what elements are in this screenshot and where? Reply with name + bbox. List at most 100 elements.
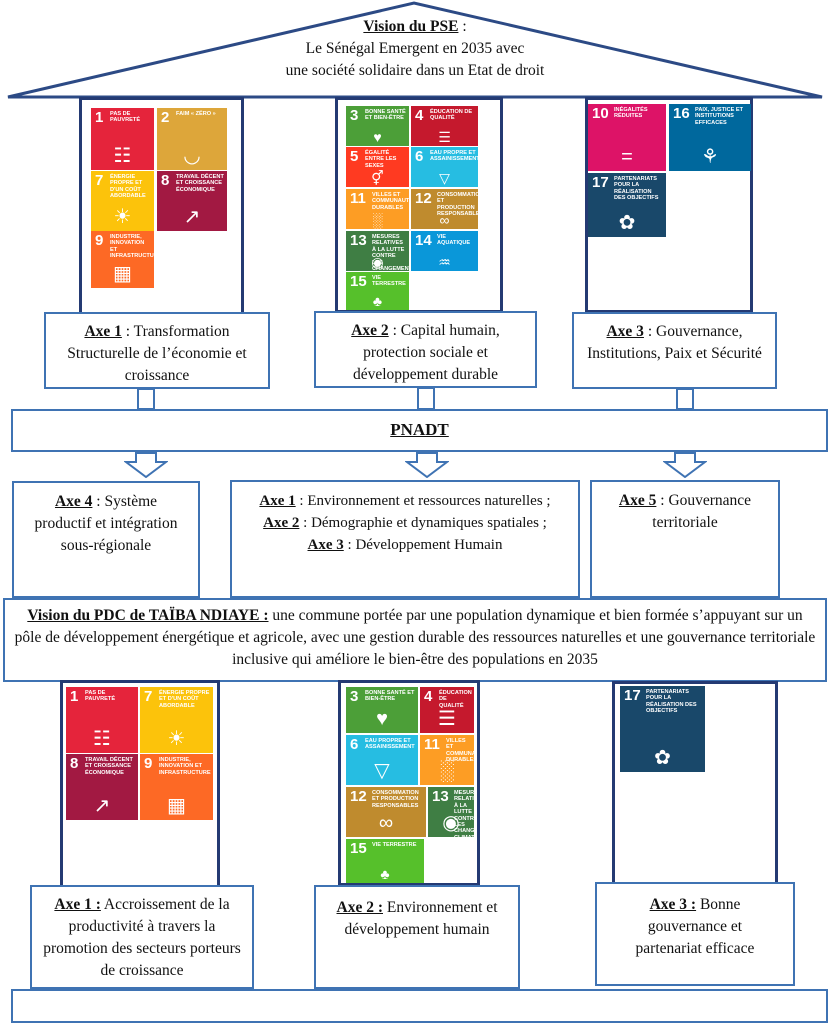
connector-3 bbox=[676, 388, 694, 410]
sdg-9-number: 9 bbox=[95, 232, 104, 249]
connector-2 bbox=[417, 387, 435, 410]
pnadt-axes-center-box: Axe 1 : Environnement et ressources natu… bbox=[230, 480, 580, 598]
sdg-5-label: Égalité entre les sexes bbox=[365, 150, 397, 169]
pnadt-axis-4-box: Axe 4 : Système productif et intégration… bbox=[12, 481, 200, 598]
pse-axis-2-text: Capital humain, protection sociale et dé… bbox=[352, 322, 500, 383]
pnadt-center-1-sep: : bbox=[295, 493, 308, 509]
eye-globe-icon: ◉ bbox=[442, 812, 460, 834]
pdc-vision-bar: Vision du PDC de TAÏBA NDIAYE : une comm… bbox=[3, 598, 827, 682]
sdg-10-label: Inégalités réduites bbox=[614, 107, 648, 120]
sdg-7-label: Énergie propre et d'un coût abordable bbox=[110, 174, 146, 200]
water-icon: ▽ bbox=[439, 170, 450, 186]
down-arrow-2 bbox=[405, 452, 449, 478]
sdg-12-number: 12 bbox=[350, 788, 367, 805]
sdg-11-number: 11 bbox=[424, 736, 440, 753]
book-icon: ☰ bbox=[438, 129, 451, 145]
sdg-7-tile: 7Énergie propre et d'un coût abordable☀ bbox=[140, 687, 213, 753]
pse-axis-2-box: Axe 2 : Capital humain, protection socia… bbox=[314, 311, 537, 388]
pnadt-axis-5-box: Axe 5 : Gouvernance territoriale bbox=[590, 480, 780, 598]
pdc-axis-3-box: Axe 3 : Bonne gouvernance et partenariat… bbox=[595, 882, 795, 986]
sdg-6-tile: 6 Eau propre et assainissement ▽ bbox=[411, 147, 478, 187]
pse-axis-1-sep: : bbox=[121, 323, 134, 340]
sdg-17-label: Partenariats pour la réalisation des obj… bbox=[646, 689, 697, 715]
sdg-15-tile: 15Vie terrestre♣ bbox=[346, 839, 424, 883]
pse-vision-line2: une société solidaire dans un Etat de dr… bbox=[285, 62, 545, 79]
sdg-1-tile: 1Pas de pauvreté☷ bbox=[91, 108, 154, 170]
heartbeat-icon: ♥ bbox=[373, 129, 382, 145]
sdg-11-number: 11 bbox=[350, 190, 366, 207]
sdg-17-number: 17 bbox=[592, 174, 609, 191]
pse-vision-line1: Le Sénégal Emergent en 2035 avec bbox=[305, 40, 525, 57]
sun-icon: ☀ bbox=[167, 728, 186, 750]
sdg-10-tile: 10Inégalités réduites= bbox=[588, 104, 666, 171]
sdg-9-tile: 9Industrie, innovation et infrastructure… bbox=[91, 231, 154, 288]
sdg-17-tile: 17Partenariats pour la réalisation des o… bbox=[620, 686, 705, 772]
sdg-11-label: Villes et communautés durables bbox=[372, 192, 409, 211]
pnadt-axis-5-sep: : bbox=[656, 492, 669, 509]
pnadt-axis-4-text: Système productif et intégration sous-ré… bbox=[34, 493, 178, 554]
sdg-5-number: 5 bbox=[350, 148, 359, 165]
foundation-bar bbox=[11, 989, 828, 1023]
sdg-8-number: 8 bbox=[70, 755, 79, 772]
pdc-vision-text: une commune portée par une population dy… bbox=[14, 607, 816, 668]
tree-icon: ♣ bbox=[372, 293, 383, 309]
sdg-6-label: Eau propre et assainissement bbox=[430, 150, 478, 163]
sdg-8-label: Travail décent et croissance économique bbox=[176, 174, 224, 193]
sdg-9-number: 9 bbox=[144, 755, 153, 772]
water-icon: ▽ bbox=[374, 760, 390, 782]
pnadt-center-2-label: Axe 2 bbox=[263, 515, 300, 531]
sdg-8-tile: 8 Travail décent et croissance économique… bbox=[157, 171, 227, 231]
pnadt-axis-4-label: Axe 4 bbox=[54, 493, 93, 510]
sdg-12-tile: 12Consommation et production responsable… bbox=[411, 189, 478, 229]
dove-icon: ⚘ bbox=[701, 146, 719, 168]
city-icon: ░ bbox=[372, 212, 383, 228]
pdc-axis-1-text: Accroissement de la productivité à trave… bbox=[43, 896, 241, 979]
sdg-4-number: 4 bbox=[415, 107, 424, 124]
sdg-7-number: 7 bbox=[95, 172, 104, 189]
sdg-16-tile: 16Paix, justice et institutions efficace… bbox=[669, 104, 751, 171]
pnadt-center-3-sep: : bbox=[343, 537, 356, 553]
growth-chart-icon: ↗ bbox=[93, 795, 111, 817]
sdg-13-tile: 13Mesures relatives à la lutte contre le… bbox=[346, 231, 409, 271]
pnadt-center-item-3: Axe 3 : Développement Humain bbox=[238, 534, 572, 556]
pse-axis-1-text: Transformation Structurelle de l’économi… bbox=[67, 323, 247, 384]
sdg-14-number: 14 bbox=[415, 232, 432, 249]
gender-icon: ⚥ bbox=[371, 170, 384, 186]
sdg-7-label: Énergie propre et d'un coût abordable bbox=[159, 690, 210, 709]
tree-icon: ♣ bbox=[380, 866, 390, 882]
growth-chart-icon: ↗ bbox=[183, 206, 201, 228]
sdg-15-tile: 15Vie terrestre♣ bbox=[346, 272, 409, 310]
infinity-icon: ∞ bbox=[378, 812, 394, 834]
sdg-3-number: 3 bbox=[350, 107, 359, 124]
family-icon: ☷ bbox=[93, 728, 111, 750]
book-icon: ☰ bbox=[438, 708, 456, 730]
sdg-1-label: Pas de pauvreté bbox=[85, 690, 116, 703]
pdc-axis-1-box: Axe 1 : Accroissement de la productivité… bbox=[30, 885, 254, 989]
sdg-16-label: Paix, justice et institutions efficaces bbox=[695, 107, 744, 126]
sdg-8-tile: 8 Travail décent et croissance économique… bbox=[66, 754, 138, 820]
sdg-13-number: 13 bbox=[432, 788, 449, 805]
sdg-13-number: 13 bbox=[350, 232, 367, 249]
sdg-5-tile: 5 Égalité entre les sexes⚥ bbox=[346, 147, 409, 187]
sdg-3-tile: 3 Bonne santé et bien-être ♥ bbox=[346, 106, 409, 146]
sdg-9-label: Industrie, innovation et infrastructure bbox=[159, 757, 211, 776]
down-arrow-1 bbox=[124, 452, 168, 478]
sdg-8-label: Travail décent et croissance économique bbox=[85, 757, 133, 776]
sdg-3-label: Bonne santé et bien-être bbox=[365, 109, 406, 122]
heartbeat-icon: ♥ bbox=[376, 708, 388, 730]
city-icon: ░ bbox=[439, 760, 455, 782]
pse-vision-colon: : bbox=[458, 18, 467, 35]
sdg-8-number: 8 bbox=[161, 172, 170, 189]
sdg-6-number: 6 bbox=[415, 148, 424, 165]
pse-axis-3-box: Axe 3 : Gouvernance, Institutions, Paix … bbox=[572, 312, 777, 389]
sdg-1-number: 1 bbox=[70, 688, 79, 705]
pdc-axis-2-box: Axe 2 : Environnement et développement h… bbox=[314, 885, 520, 989]
pdc-vision-title: Vision du PDC de TAÏBA NDIAYE : bbox=[27, 607, 269, 624]
sdg-15-number: 15 bbox=[350, 273, 367, 290]
pnadt-center-item-2: Axe 2 : Démographie et dynamiques spatia… bbox=[238, 512, 572, 534]
sdg-7-tile: 7Énergie propre et d'un coût abordable☀ bbox=[91, 171, 154, 231]
family-icon: ☷ bbox=[113, 145, 132, 167]
pdc-axis-2-label: Axe 2 : bbox=[336, 899, 384, 916]
pse-axis-3-text: Gouvernance, Institutions, Paix et Sécur… bbox=[587, 323, 762, 362]
sdg-2-number: 2 bbox=[161, 109, 170, 126]
